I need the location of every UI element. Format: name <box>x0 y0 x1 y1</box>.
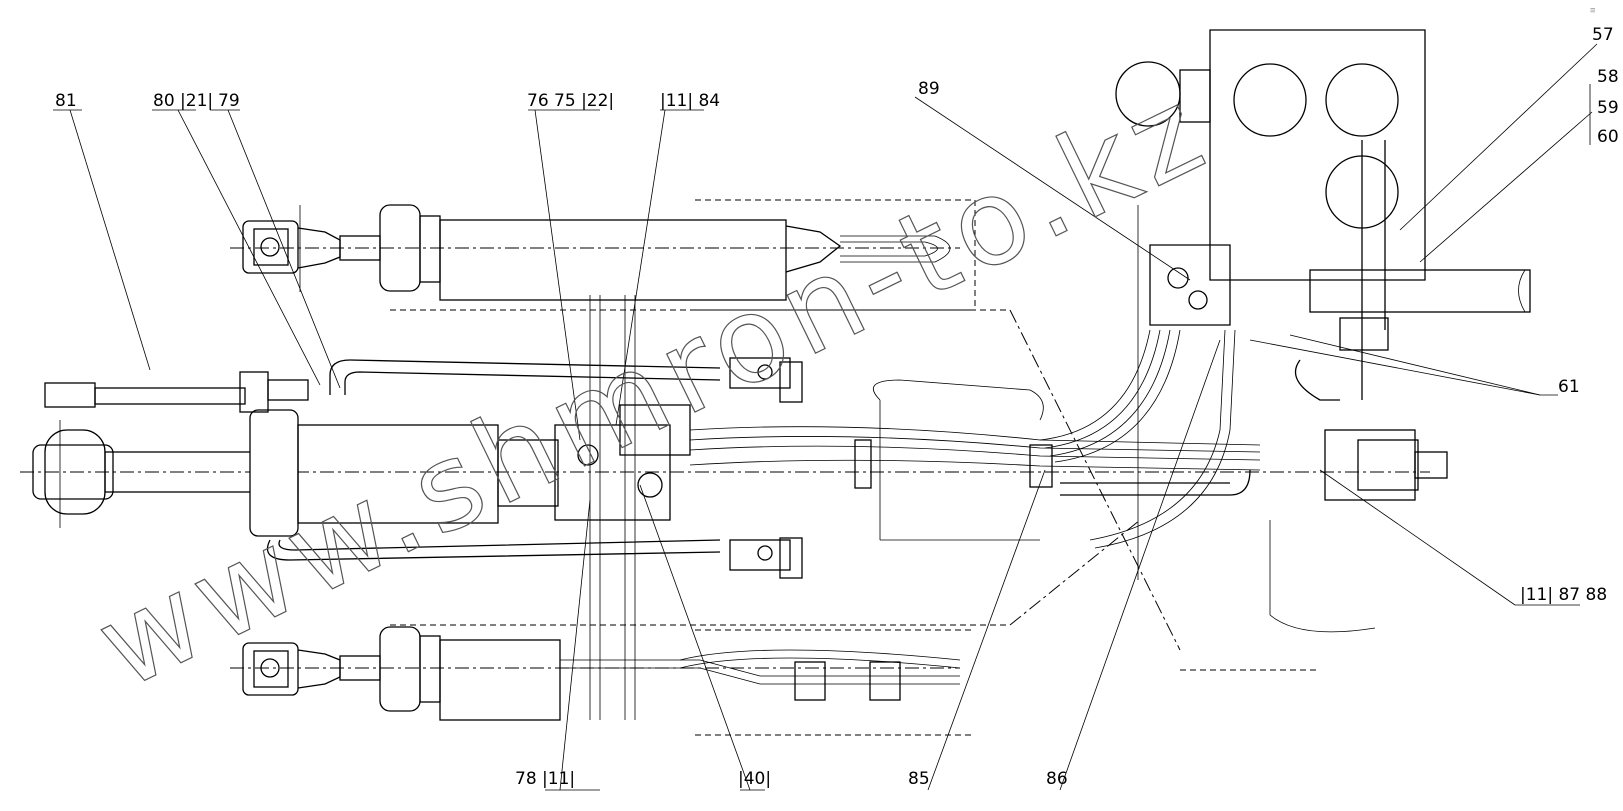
corner-mark: ≡ <box>1590 6 1596 16</box>
callout-60: 60 <box>1597 127 1619 147</box>
watermark-text: www.shmron-to.kz <box>77 58 1230 715</box>
tie-rod <box>44 371 309 413</box>
pump-housing <box>1115 29 1531 671</box>
valve-brackets <box>729 357 803 579</box>
callout-80-21: 80 |21| <box>153 91 213 111</box>
callout-labels: 81 80 |21| 79 76 75 |22| |11| 84 89 57 5… <box>55 25 1619 789</box>
callout-85: 85 <box>908 769 930 789</box>
central-ram <box>20 404 1430 537</box>
callout-11-87-88: |11| 87 88 <box>1520 585 1607 605</box>
callout-78-11: 78 |11| <box>515 769 575 789</box>
upper-cylinder <box>230 199 976 311</box>
callout-61: 61 <box>1558 377 1580 397</box>
callout-86: 86 <box>1046 769 1068 789</box>
callout-40: |40| <box>738 769 771 789</box>
callout-59: 59 <box>1597 98 1619 118</box>
callout-81: 81 <box>55 91 77 111</box>
callout-57: 57 <box>1592 25 1614 45</box>
hose-bundle <box>266 329 1261 561</box>
callout-76-75-22: 76 75 |22| <box>527 91 614 111</box>
callout-11-84: |11| 84 <box>660 91 720 111</box>
leader-lines <box>53 43 1598 791</box>
callout-89: 89 <box>918 79 940 99</box>
watermark: www.shmron-to.kz <box>76 58 1230 716</box>
lower-cylinder <box>230 626 975 736</box>
callout-79: 79 <box>218 91 240 111</box>
callout-58: 58 <box>1597 67 1619 87</box>
